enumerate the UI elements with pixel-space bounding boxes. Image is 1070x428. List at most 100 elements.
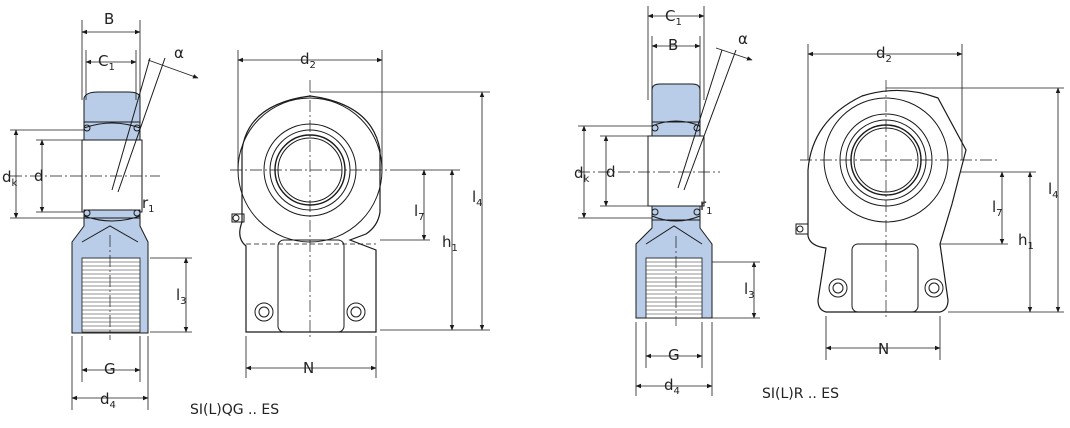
dim-label-C1: C [665, 7, 675, 25]
dim-label-C1: C [98, 52, 108, 70]
dim-label-l4: l [472, 188, 476, 206]
bolt-hole-right [346, 302, 366, 322]
dim-label-B: B [104, 10, 114, 28]
svg-text:N: N [878, 340, 889, 358]
thread-bore [645, 257, 703, 319]
svg-text:dk: dk [2, 168, 18, 189]
seal-ring [693, 124, 701, 132]
dim-label-dk: d [2, 168, 12, 186]
grease-nipple [795, 223, 809, 235]
dim-label-l4: l [1048, 180, 1052, 198]
dim-sub-dk: k [12, 178, 18, 189]
outer-ring-top [651, 121, 701, 137]
v-notch [81, 225, 139, 243]
svg-text:r1: r1 [700, 196, 713, 217]
seal-ring [651, 208, 659, 216]
svg-text:l4: l4 [1048, 180, 1059, 201]
svg-text:l7: l7 [414, 202, 425, 223]
housing-outline [807, 89, 967, 313]
dim-sub-d4: 4 [674, 386, 680, 397]
left-section-view: B C1 α dk d r1 l3 G d4 [2, 10, 199, 411]
dim-label-d4: d [664, 376, 674, 394]
dim-sub-C1: 1 [108, 62, 114, 73]
right-section-view: C1 B α dk d r1 l3 G d4 [574, 6, 760, 397]
housing-outline [239, 95, 381, 333]
dim-label-d2: d [876, 44, 886, 62]
dim-sub-r1: 1 [148, 204, 154, 215]
svg-text:d2: d2 [300, 50, 316, 71]
dim-label-r1: r [142, 194, 149, 212]
svg-text:dk: dk [574, 164, 590, 185]
dim-sub-l3: 3 [180, 296, 186, 307]
dim-label-d: d [606, 163, 616, 181]
dim-label-l3: l [744, 280, 748, 298]
seal-ring [133, 209, 141, 217]
svg-text:C1: C1 [665, 7, 682, 28]
svg-text:l3: l3 [176, 286, 187, 307]
seal-ring [83, 124, 91, 132]
svg-text:α: α [738, 30, 748, 48]
outer-ring-bottom [83, 209, 141, 219]
dim-label-alpha: α [174, 44, 184, 62]
caption-left: SI(L)QG .. ES [190, 402, 279, 418]
dim-label-d2: d [300, 50, 310, 68]
dim-sub-r1: 1 [706, 206, 712, 217]
shank-recess [277, 239, 345, 333]
dim-sub-h1: 1 [1028, 241, 1034, 252]
dim-label-d: d [34, 167, 44, 185]
dim-label-l3: l [176, 286, 180, 304]
dim-sub-h1: 1 [452, 243, 458, 254]
dim-label-h1: h [442, 233, 452, 251]
bolt-hole-right [924, 278, 944, 298]
svg-text:B: B [668, 36, 678, 54]
shank-recess [851, 243, 919, 313]
seal-ring [651, 124, 659, 132]
bolt-hole-left [254, 302, 274, 322]
outer-ring-bottom [651, 205, 701, 221]
inner-ring [647, 135, 705, 207]
sphere-curve [651, 120, 701, 222]
dim-sub-l4: 4 [1052, 190, 1058, 201]
dim-sub-dk: k [584, 174, 590, 185]
svg-text:C1: C1 [98, 52, 115, 73]
dim-label-alpha: α [738, 30, 748, 48]
svg-text:h1: h1 [442, 233, 458, 254]
dim-label-r1: r [700, 196, 707, 214]
svg-text:N: N [303, 359, 314, 377]
v-notch [645, 225, 703, 245]
dim-sub-d2: 2 [886, 54, 892, 65]
dim-label-d4: d [100, 390, 110, 408]
right-side-view: d2 l4 l7 h1 N [795, 44, 1064, 360]
seal-ring [83, 209, 91, 217]
dim-label-G: G [104, 360, 116, 378]
svg-text:l3: l3 [744, 280, 755, 301]
svg-text:B: B [104, 10, 114, 28]
caption-right: SI(L)R .. ES [762, 386, 839, 402]
sphere-curve [83, 122, 141, 222]
svg-text:d: d [606, 163, 616, 181]
svg-text:G: G [668, 346, 680, 364]
left-side-view: d2 l4 l7 h1 N [230, 50, 490, 378]
dim-sub-l7: 7 [418, 212, 424, 223]
dim-sub-d2: 2 [310, 60, 316, 71]
dim-label-l7: l [992, 198, 996, 216]
svg-text:l7: l7 [992, 198, 1003, 219]
dim-sub-l4: 4 [476, 198, 482, 209]
svg-text:l4: l4 [472, 188, 483, 209]
svg-text:α: α [174, 44, 184, 62]
svg-text:d4: d4 [100, 390, 116, 411]
thread-bore [81, 257, 141, 333]
svg-text:h1: h1 [1018, 231, 1034, 252]
svg-text:d: d [34, 167, 44, 185]
dim-label-B: B [668, 36, 678, 54]
svg-text:G: G [104, 360, 116, 378]
dim-label-N: N [303, 359, 314, 377]
dim-label-h1: h [1018, 231, 1028, 249]
dim-label-G: G [668, 346, 680, 364]
outer-ring-top [83, 121, 141, 141]
svg-text:d2: d2 [876, 44, 892, 65]
dim-label-dk: d [574, 164, 584, 182]
dim-sub-d4: 4 [110, 400, 116, 411]
housing-section-top [651, 83, 701, 123]
